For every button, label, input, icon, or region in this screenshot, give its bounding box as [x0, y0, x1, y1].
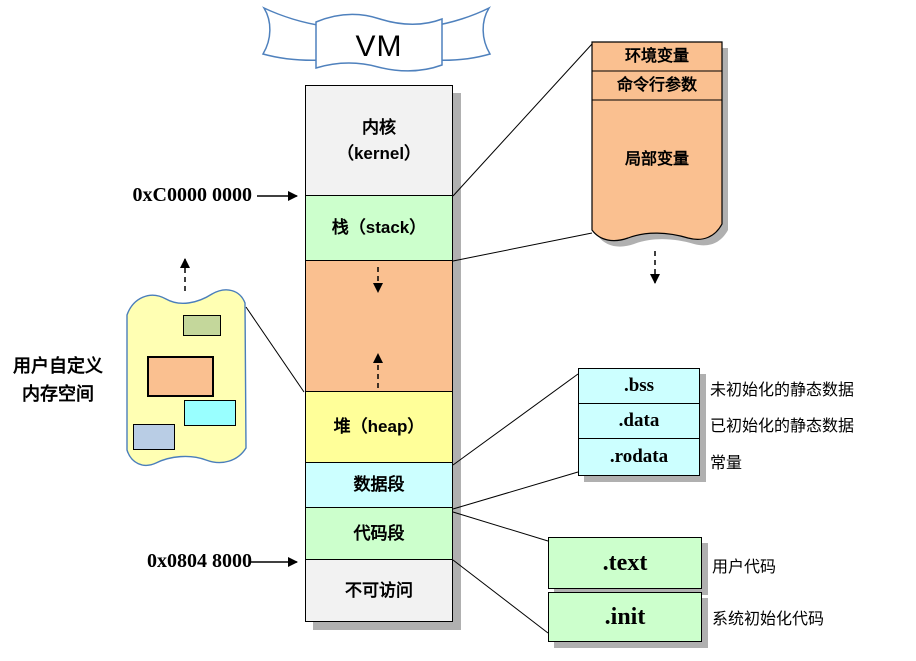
section-heap: 堆（heap）	[305, 391, 453, 463]
connector-data-bottom	[452, 471, 579, 510]
data-sections-group: .bss .data .rodata	[578, 368, 700, 476]
connector-code-top	[452, 511, 549, 542]
kernel-sublabel: （kernel）	[336, 143, 422, 163]
user-block-blue	[133, 424, 175, 450]
connector-stack-bottom	[452, 232, 593, 262]
section-growth-gap	[305, 260, 453, 392]
section-inaccessible: 不可访问	[305, 559, 453, 622]
stack-detail-local-vars: 局部变量	[624, 151, 689, 168]
kernel-label: 内核	[362, 117, 396, 137]
connector-blob-heap	[245, 306, 305, 393]
stack-detail-cmdline-args: 命令行参数	[616, 77, 697, 94]
connector-stack-top	[452, 43, 593, 197]
section-stack: 栈（stack）	[305, 195, 453, 261]
address-kernel-boundary: 0xC0000 0000	[132, 184, 252, 206]
memory-column: 内核 （kernel） 栈（stack） 堆（heap） 数据段 代码段 不可访…	[305, 85, 453, 622]
section-kernel: 内核 （kernel）	[305, 85, 453, 196]
desc-bss: 未初始化的静态数据	[710, 382, 855, 399]
user-block-green	[183, 315, 221, 336]
section-box-data: .data	[578, 403, 700, 439]
connector-code-bottom	[452, 559, 549, 634]
desc-text: 用户代码	[712, 559, 777, 576]
desc-init: 系统初始化代码	[712, 611, 825, 628]
user-region-label-line1: 用户自定义	[13, 356, 103, 376]
section-box-text: .text	[548, 537, 702, 589]
user-region-label: 用户自定义 内存空间	[2, 352, 114, 408]
user-block-cyan	[184, 400, 236, 426]
section-box-init: .init	[548, 592, 702, 642]
desc-data: 已初始化的静态数据	[710, 418, 855, 435]
section-data-segment: 数据段	[305, 462, 453, 508]
stack-detail-env-vars: 环境变量	[624, 48, 689, 65]
desc-rodata: 常量	[710, 455, 743, 472]
section-box-bss: .bss	[578, 368, 700, 404]
section-box-rodata: .rodata	[578, 438, 700, 476]
address-code-boundary: 0x0804 8000	[147, 550, 252, 572]
connector-data-top	[452, 373, 579, 466]
user-block-orange	[147, 356, 214, 397]
vm-banner-title: VM	[355, 30, 403, 63]
user-region-label-line2: 内存空间	[22, 384, 94, 404]
section-code-segment: 代码段	[305, 507, 453, 560]
